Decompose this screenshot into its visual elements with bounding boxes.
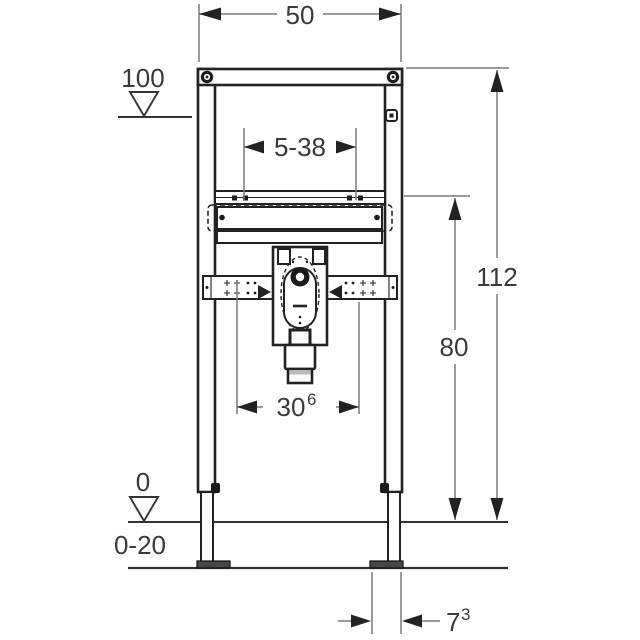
- rail-hole: [243, 195, 248, 201]
- outlet-width-label: 30: [277, 392, 306, 422]
- total-height-label: 112: [476, 262, 517, 292]
- outlet-socket: [288, 328, 312, 347]
- crossbar-body: [216, 206, 383, 230]
- frame-top-rail: [196, 67, 404, 87]
- fixing-marker-left: [258, 285, 271, 299]
- leg-clamp-left: [211, 483, 220, 493]
- crossbar-bolt-left: [219, 214, 225, 221]
- outlet-width-superscript: 6: [307, 390, 316, 409]
- foot-plate-right: [369, 560, 404, 569]
- rail-hole: [358, 195, 363, 201]
- outlet-pipe-shade: [289, 370, 311, 375]
- crossbar-lower-chord: [216, 230, 383, 244]
- rail-hole: [347, 195, 352, 201]
- mounting-side-rails: [202, 275, 398, 300]
- dimension-rail-height: 80: [404, 195, 470, 520]
- leg-right: [369, 483, 404, 569]
- corner-screw-left: [200, 70, 214, 84]
- dimension-outlet-width: 30 6: [236, 281, 360, 422]
- frame-width-label: 50: [286, 0, 315, 30]
- rail-hole: [232, 195, 237, 201]
- leg-left: [196, 483, 231, 569]
- washbasin-mounting-rail: [214, 190, 386, 205]
- crossbar-dashed-outline: [207, 204, 393, 232]
- drain-inlet-center: [295, 272, 305, 282]
- fixing-marker-right: [329, 285, 342, 299]
- crossbar-bolt-right: [374, 214, 380, 221]
- legs: [196, 483, 404, 569]
- rail-height-label: 80: [440, 332, 469, 362]
- upper-level-label: 100: [121, 63, 164, 93]
- corner-screw-right: [386, 70, 400, 84]
- drain-plate-slot-right: [312, 248, 326, 265]
- outlet-pipe-upper: [283, 343, 317, 371]
- upright-clip: [385, 109, 398, 122]
- dimension-frame-width: 50: [198, 0, 402, 62]
- dimension-foot-depth: 7 3: [338, 572, 470, 637]
- foot-depth-superscript: 3: [461, 605, 470, 624]
- dimension-total-height: 112: [406, 67, 518, 520]
- zero-level-label: 0: [136, 467, 150, 497]
- level-triangle-100: [128, 91, 160, 118]
- level-triangle-0: [128, 496, 160, 523]
- fixing-range-label: 5-38: [274, 132, 326, 162]
- dimension-fixing-range: 5-38: [243, 128, 357, 200]
- foot-plate-left: [196, 560, 231, 569]
- drain-bracket: [271, 245, 329, 385]
- side-rail-left: [202, 275, 274, 300]
- foot-depth-label: 7: [446, 607, 460, 637]
- floor-buildup-label: 0-20: [114, 530, 166, 560]
- level-marker-0: 0: [128, 467, 160, 523]
- drain-plate-slot-left: [277, 248, 291, 265]
- leg-clamp-right: [380, 483, 389, 493]
- level-marker-100: 100: [118, 63, 192, 118]
- side-rail-right: [326, 275, 398, 300]
- floor-lines: [128, 521, 508, 570]
- crossbar-assembly: [207, 204, 393, 244]
